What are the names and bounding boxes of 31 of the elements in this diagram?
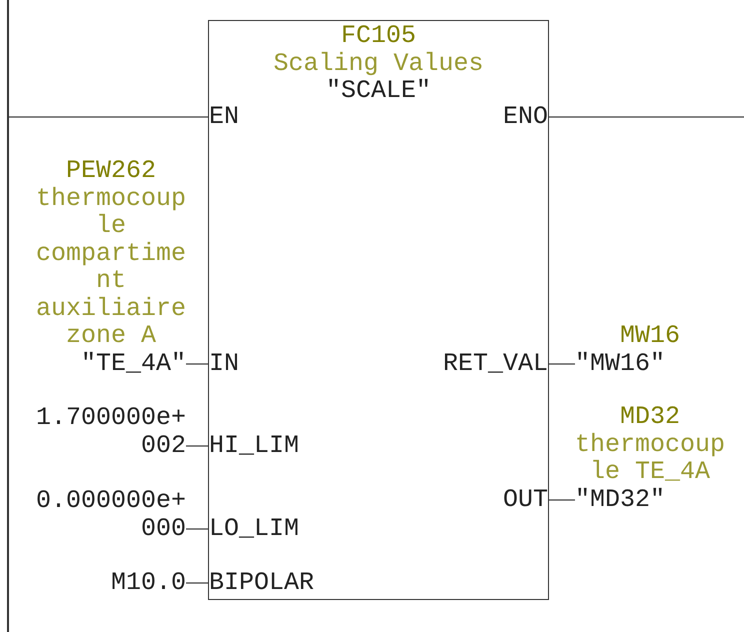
function-block xyxy=(208,20,549,600)
operand-value: M10.0 xyxy=(110,568,186,596)
pin-label: HI_LIM xyxy=(209,432,300,460)
pin-label: LO_LIM xyxy=(209,515,300,542)
operand-value: 1.700000e+002 xyxy=(36,404,186,459)
pin-label: OUT xyxy=(502,486,548,514)
block-symbol: "SCALE" xyxy=(324,77,432,104)
connection-line xyxy=(186,582,208,584)
symbol-name: "MD32" xyxy=(575,486,666,513)
connection-line xyxy=(9,116,208,118)
operand-value: 0.000000e+000 xyxy=(36,487,186,542)
pin-label: RET_VAL xyxy=(442,350,548,378)
pin-label: BIPOLAR xyxy=(209,569,314,596)
pin-label: IN xyxy=(209,350,240,378)
block-number: FC105 xyxy=(340,22,417,50)
connection-line xyxy=(549,363,575,365)
connection-line xyxy=(186,445,208,447)
pin-label: ENO xyxy=(502,103,548,130)
pin-label: EN xyxy=(209,103,240,130)
address-label: MW16 xyxy=(619,322,682,350)
connection-line xyxy=(549,116,744,118)
symbol-name: "MW16" xyxy=(575,350,666,377)
connection-line xyxy=(549,499,575,501)
comment-text: thermocouple compartiment auxiliaire zone A xyxy=(36,184,186,350)
symbol-name: "TE_4A" xyxy=(80,350,186,377)
connection-line xyxy=(186,528,208,530)
comment-text: thermocouple TE_4A xyxy=(575,430,726,486)
address-label: MD32 xyxy=(619,403,682,430)
block-title: Scaling Values xyxy=(272,50,485,77)
connection-line xyxy=(186,363,208,365)
address-label: PEW262 xyxy=(64,157,157,184)
